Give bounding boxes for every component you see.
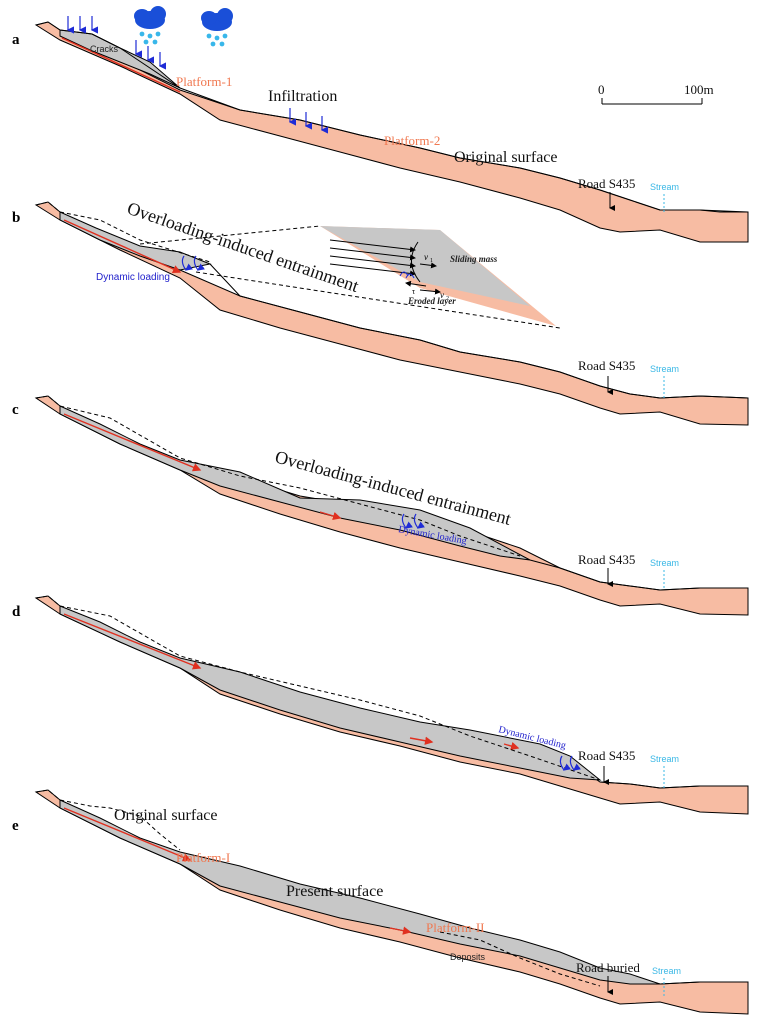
surface-line	[209, 263, 749, 399]
sliding-mass	[59, 211, 212, 271]
rain-arrows	[66, 16, 328, 134]
deposits-label: Deposits	[450, 952, 486, 962]
road-label: Road S435	[578, 552, 635, 567]
road-label: Road S435	[578, 748, 635, 763]
road-label: Road S435	[578, 358, 635, 373]
inset-sliding-label: Sliding mass	[450, 254, 498, 264]
stream-label: Stream	[650, 182, 679, 192]
panel-label-e: e	[12, 818, 19, 834]
stream-label: Stream	[652, 966, 681, 976]
present-surface-label: Present surface	[286, 883, 383, 900]
original-surface-dash	[35, 789, 181, 851]
panel-a: a	[12, 6, 749, 243]
ground-profile	[34, 595, 749, 815]
slip-surface	[63, 219, 182, 273]
panel-label-a: a	[12, 32, 20, 48]
inset-v1-label: v	[424, 252, 428, 262]
original-surface-line	[35, 21, 749, 213]
sliding-mass	[59, 405, 531, 561]
sliding-mass	[59, 605, 602, 781]
platform-2-label: Platform-II	[426, 920, 484, 935]
slip-surface	[63, 807, 192, 862]
dynamic-loading-arrows	[181, 255, 205, 271]
rain-cloud-icon	[201, 8, 233, 47]
slip-surface	[503, 742, 520, 751]
original-surface-dash	[35, 595, 601, 781]
inset-tau-label: τ	[412, 287, 416, 296]
slip-surface	[409, 736, 434, 745]
inset-v2-sub: 2	[446, 296, 449, 302]
scale-bar: 0 100m	[598, 82, 714, 105]
road-label: Road S435	[578, 176, 635, 191]
inset-v2-label: v	[440, 290, 444, 300]
original-surface-dash	[439, 931, 601, 987]
sliding-mass	[59, 29, 181, 89]
panel-b: b Sliding mass Eroded layer v 1 v 2	[12, 198, 749, 426]
surface-line	[659, 981, 748, 985]
scale-zero: 0	[598, 82, 605, 97]
inset-v1-sub: 1	[430, 258, 433, 264]
surface-line	[529, 559, 748, 591]
slip-surface	[63, 613, 202, 670]
panel-c: c Dynamic loading Overloading-induced en…	[12, 395, 749, 616]
stream-label: Stream	[650, 558, 679, 568]
slip-surface	[319, 511, 342, 521]
panel-label-c: c	[12, 402, 19, 418]
dynamic-loading-arrows	[401, 513, 425, 529]
infiltration-label: Infiltration	[268, 88, 337, 105]
panel-e: e Original surface Platform-I Present su…	[12, 789, 749, 1015]
surface-line	[599, 781, 748, 789]
platform-1-label: Platform-1	[176, 74, 232, 89]
stream-label: Stream	[650, 364, 679, 374]
original-surface-dash	[35, 395, 521, 557]
scale-end: 100m	[684, 82, 714, 97]
platform-1-label: Platform-I	[176, 850, 230, 865]
slip-surface	[61, 37, 181, 93]
panel-label-d: d	[12, 604, 21, 620]
original-surface-label: Original surface	[114, 807, 218, 824]
dynamic-loading-label: Dynamic loading	[96, 272, 170, 283]
inset-eroded-label: Eroded layer	[407, 296, 456, 306]
road-label: Road buried	[576, 960, 640, 975]
original-surface-label: Original surface	[454, 149, 558, 166]
inset-guide	[139, 225, 321, 245]
dynamic-loading-arrows	[559, 755, 581, 771]
inset-zoom: Sliding mass Eroded layer v 1 v 2 τ	[320, 226, 556, 326]
platform-2-label: Platform-2	[384, 133, 440, 148]
rain-cloud-icon	[134, 6, 166, 45]
original-surface-dash	[35, 201, 211, 263]
panel-label-b: b	[12, 210, 20, 226]
panel-d: d Dynamic loading Road S435 Stream	[12, 595, 749, 815]
inset-guide	[195, 271, 561, 329]
slip-surface	[389, 926, 412, 935]
slip-surface	[63, 413, 202, 472]
cracks-label: Cracks	[90, 44, 119, 54]
stream-label: Stream	[650, 754, 679, 764]
